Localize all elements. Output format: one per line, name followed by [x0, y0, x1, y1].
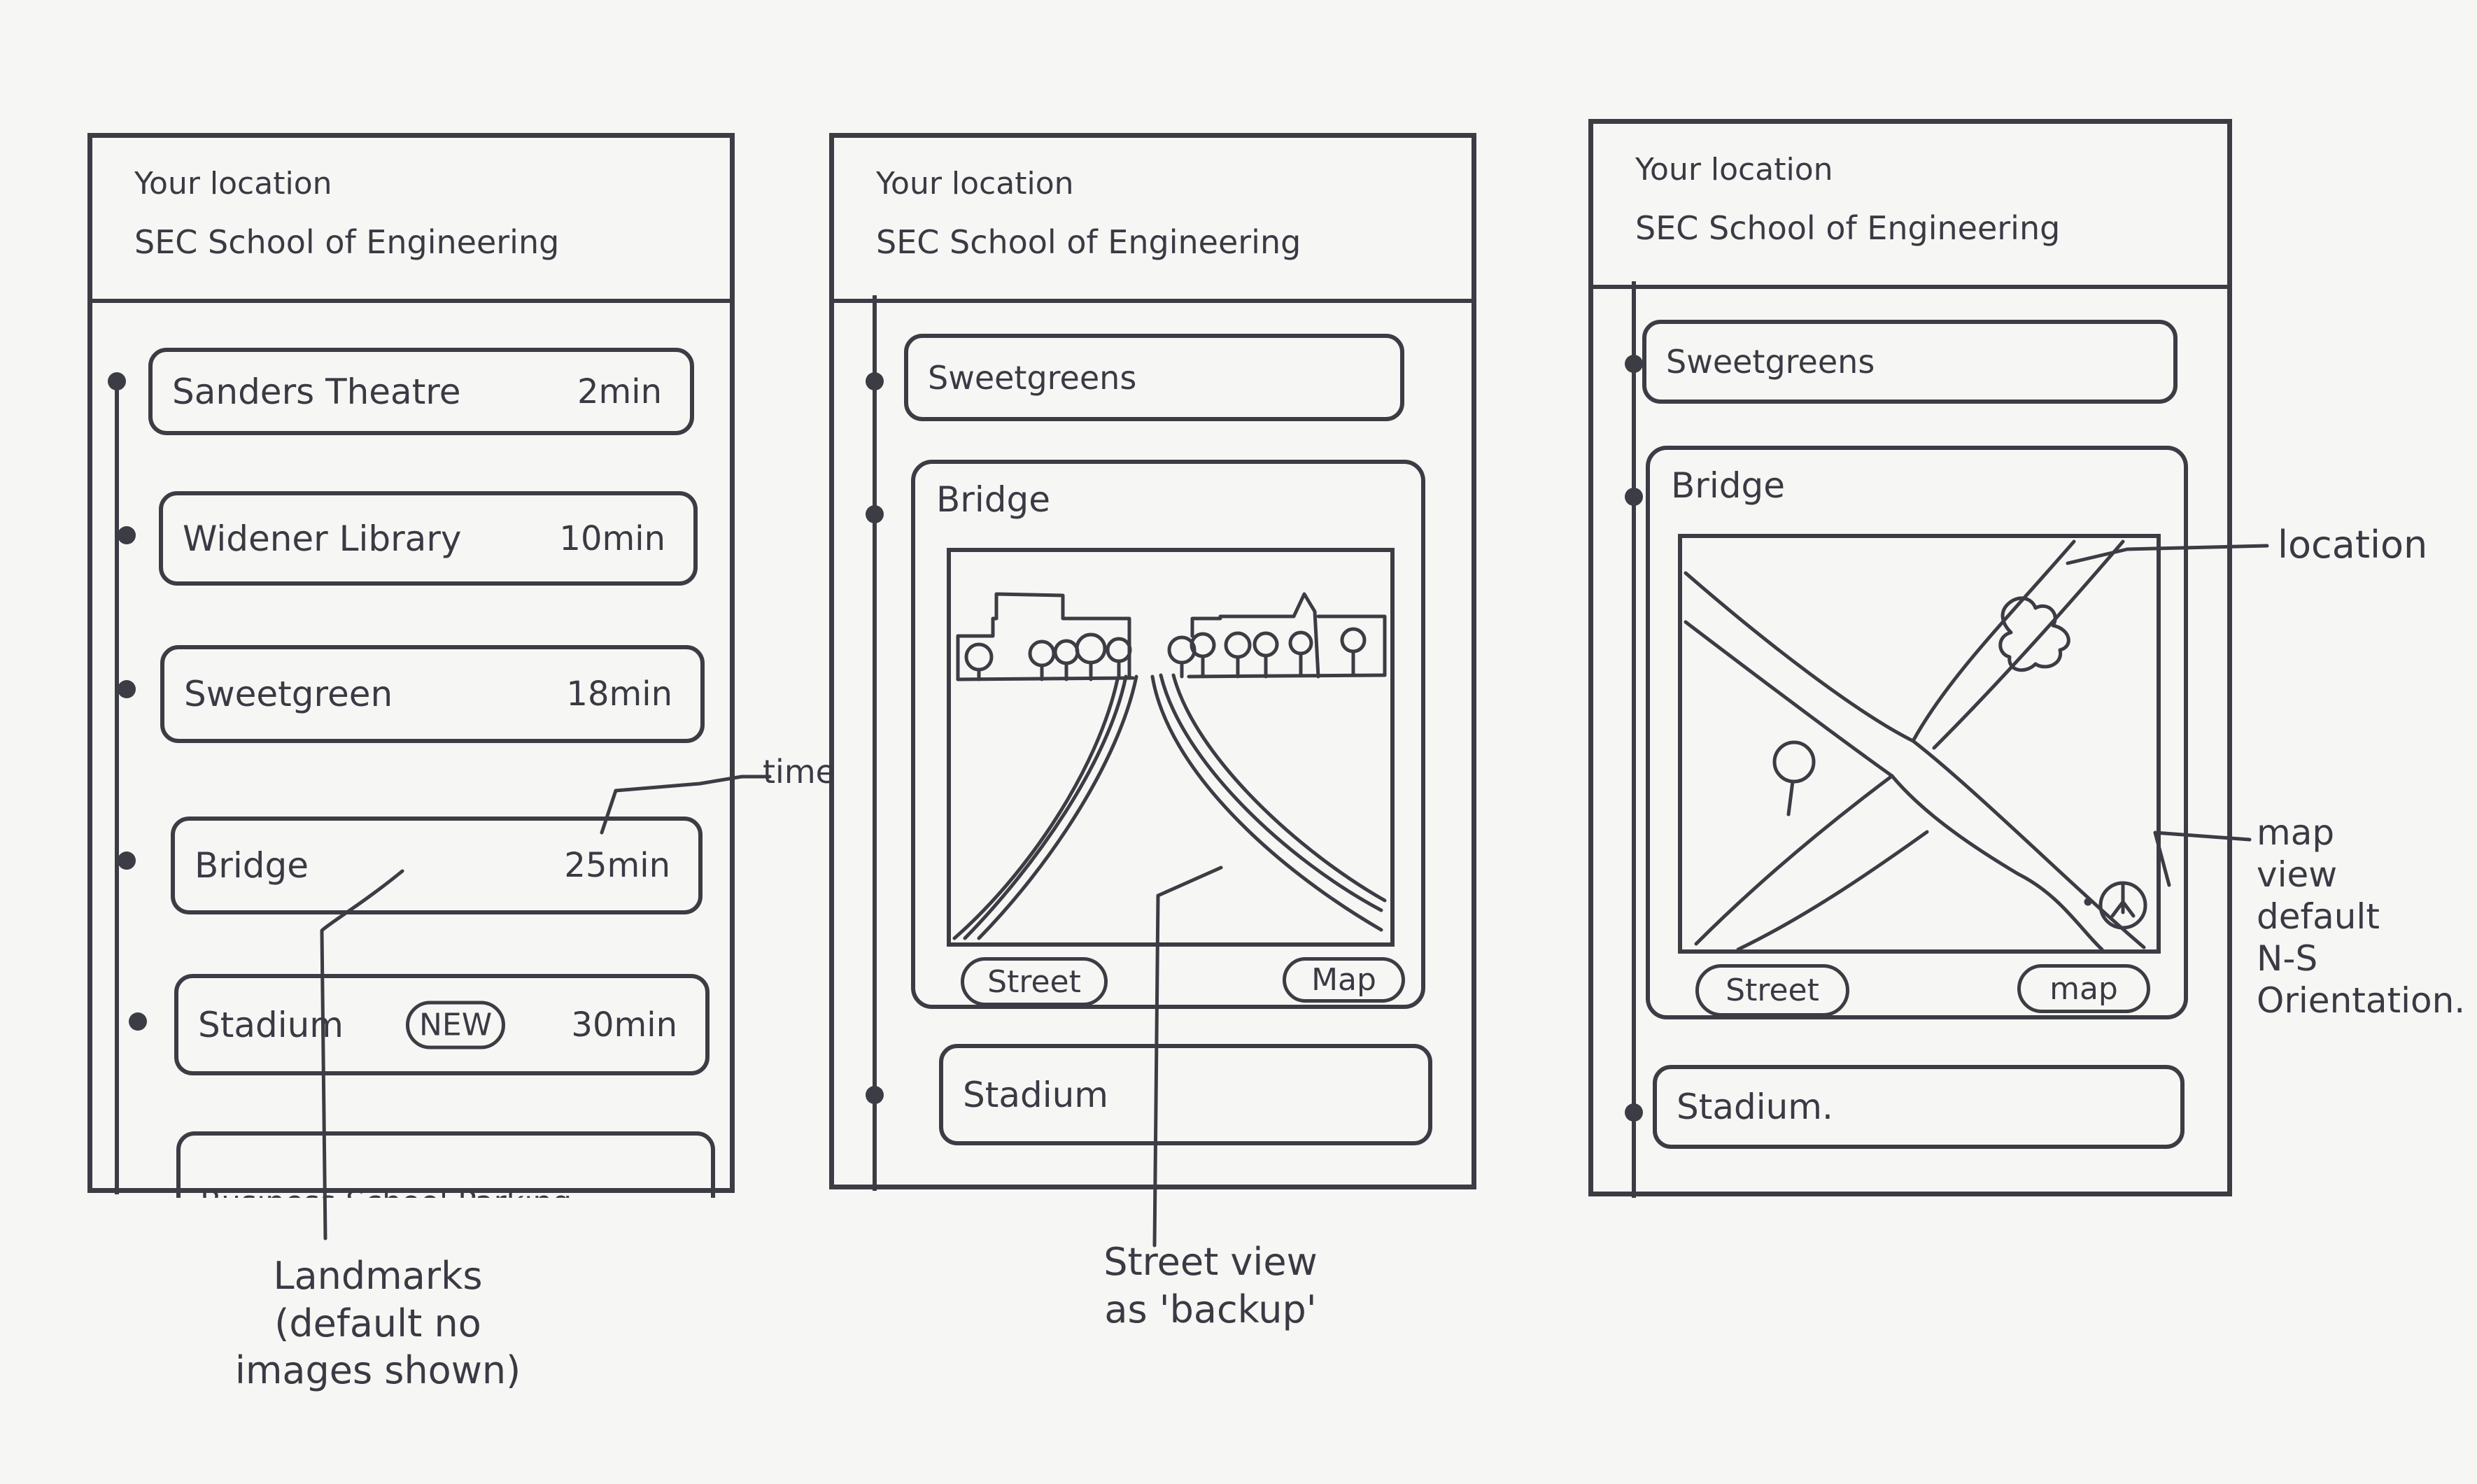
street-view-button[interactable]: Street	[961, 957, 1108, 1006]
landmark-name: Widener Library	[183, 518, 462, 559]
landmark-name: Stadium	[963, 1074, 1109, 1115]
map-view-button[interactable]: Map	[1283, 957, 1405, 1003]
annotation-map-view: map view default N-S Orientation.	[2257, 812, 2465, 1022]
landmark-card-sweetgreens[interactable]: Sweetgreens	[1642, 320, 2178, 404]
your-location-label: Your location	[134, 166, 332, 202]
landmark-card-widener-library[interactable]: Widener Library 10min	[159, 491, 698, 586]
landmark-time: 10min	[559, 518, 665, 558]
screen-1-frame: Your location SEC School of Engineering …	[87, 133, 735, 1198]
timeline-dot	[866, 1086, 884, 1104]
timeline-dot	[118, 680, 136, 698]
timeline-dot	[866, 372, 884, 390]
timeline-dot	[866, 505, 884, 523]
timeline-rail	[115, 376, 119, 1194]
landmark-name: Business School Parking	[200, 1185, 572, 1220]
street-view-image[interactable]	[947, 548, 1395, 947]
landmark-time: 18min	[566, 674, 672, 714]
timeline-dot	[1625, 355, 1643, 373]
expanded-card-title: Bridge	[936, 479, 1050, 520]
annotation-street-view: Street view as 'backup'	[1071, 1238, 1350, 1333]
annotation-map-view-line1: map	[2257, 812, 2335, 853]
annotation-map-view-line2: view	[2257, 854, 2338, 895]
timeline-rail	[1632, 281, 1636, 1198]
timeline-dot	[118, 526, 136, 544]
landmark-card-bridge[interactable]: Bridge 25min	[171, 817, 703, 914]
timeline-dot	[1625, 1103, 1643, 1122]
landmark-card-stadium[interactable]: Stadium.	[1653, 1065, 2185, 1149]
current-location-name: SEC School of Engineering	[1635, 209, 2061, 247]
landmark-card-stadium[interactable]: Stadium NEW 30min	[174, 974, 710, 1075]
annotation-landmarks-sub1: (default no	[274, 1301, 481, 1345]
landmark-name: Sweetgreens	[928, 358, 1137, 397]
location-header[interactable]: Your location SEC School of Engineering	[834, 138, 1472, 303]
landmark-time: 30min	[571, 1005, 677, 1045]
annotation-landmarks: Landmarks (default no images shown)	[210, 1252, 546, 1394]
timeline-dot	[108, 372, 126, 390]
landmark-card-sweetgreens[interactable]: Sweetgreens	[904, 334, 1404, 421]
annotation-landmarks-title: Landmarks	[273, 1254, 483, 1298]
annotation-street-view-line2: as 'backup'	[1104, 1287, 1317, 1331]
annotation-location: location	[2278, 523, 2428, 567]
map-view-button[interactable]: map	[2017, 964, 2150, 1013]
screen-2-frame: Your location SEC School of Engineering …	[829, 133, 1476, 1191]
location-header[interactable]: Your location SEC School of Engineering	[92, 138, 730, 303]
timeline-dot	[129, 1012, 147, 1031]
expanded-card-bridge[interactable]: Bridge	[911, 460, 1425, 1009]
expanded-card-bridge[interactable]: Bridge	[1646, 446, 2188, 1019]
screen-3-frame: Your location SEC School of Engineering …	[1588, 119, 2232, 1198]
map-view-image[interactable]	[1678, 534, 2161, 954]
landmark-time: 2min	[577, 372, 662, 411]
current-location-name: SEC School of Engineering	[134, 223, 560, 261]
annotation-landmarks-sub2: images shown)	[234, 1348, 521, 1392]
landmark-card-stadium[interactable]: Stadium	[939, 1044, 1432, 1145]
street-view-button[interactable]: Street	[1695, 964, 1849, 1017]
map-view-sketch	[1684, 539, 2147, 952]
your-location-label: Your location	[876, 166, 1074, 202]
landmark-card-sanders-theatre[interactable]: Sanders Theatre 2min	[148, 348, 694, 435]
annotation-map-view-line4: N-S	[2257, 938, 2318, 979]
timeline-rail	[873, 295, 877, 1191]
annotation-street-view-line1: Street view	[1103, 1240, 1318, 1284]
annotation-map-view-line5: Orientation.	[2257, 980, 2466, 1021]
landmark-name: Bridge	[195, 845, 309, 886]
landmark-name: Stadium	[198, 1004, 344, 1045]
landmark-card-sweetgreen[interactable]: Sweetgreen 18min	[160, 645, 705, 743]
timeline-dot	[1625, 488, 1643, 506]
landmark-name: Stadium.	[1677, 1087, 1833, 1127]
timeline-dot	[118, 851, 136, 870]
landmark-name: Sanders Theatre	[172, 371, 461, 412]
landmark-card-business-school-parking[interactable]: Business School Parking	[176, 1131, 715, 1220]
your-location-label: Your location	[1635, 152, 1833, 188]
location-header[interactable]: Your location SEC School of Engineering	[1593, 124, 2227, 289]
new-badge: NEW	[406, 1001, 506, 1049]
landmark-time: 25min	[564, 846, 670, 885]
expanded-card-title: Bridge	[1671, 465, 1785, 506]
street-view-sketch	[952, 592, 1387, 940]
landmark-name: Sweetgreens	[1666, 343, 1875, 381]
annotation-map-view-line3: default	[2257, 896, 2380, 937]
annotation-time: time	[763, 753, 835, 791]
current-location-name: SEC School of Engineering	[876, 223, 1301, 261]
landmark-name: Sweetgreen	[184, 674, 393, 714]
